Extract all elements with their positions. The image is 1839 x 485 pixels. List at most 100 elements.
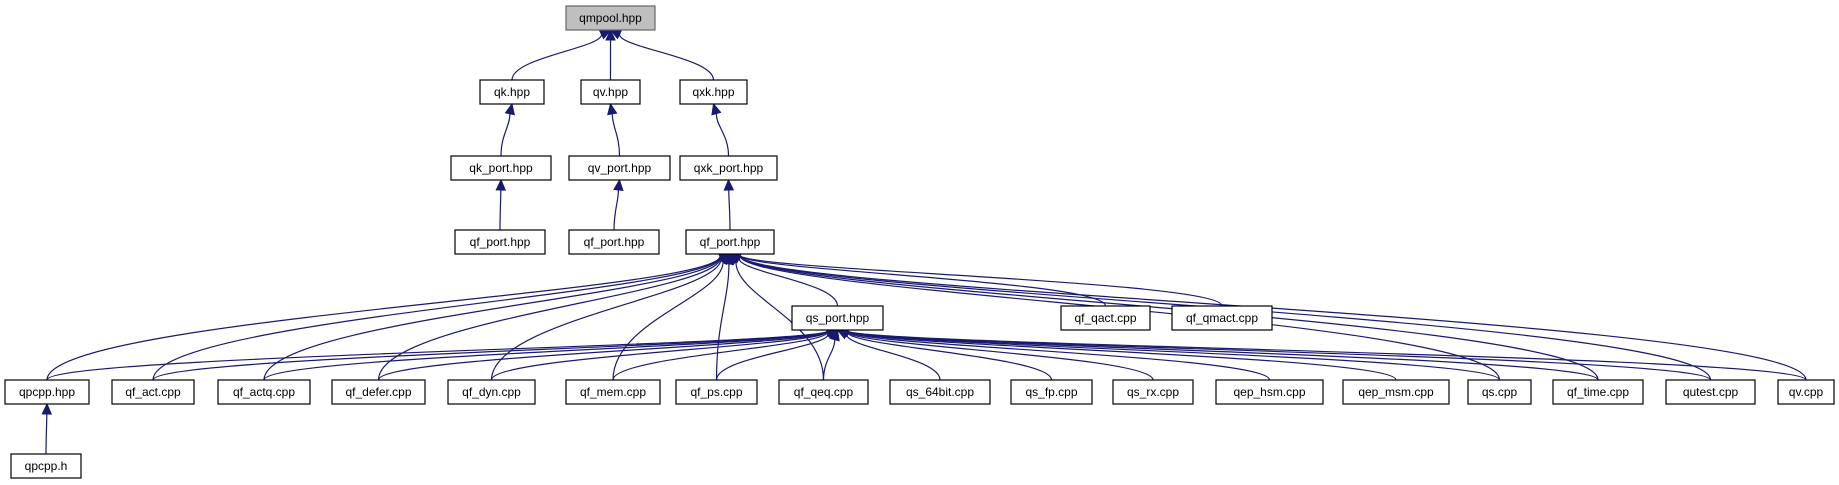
node-label: qf_actq.cpp — [233, 385, 295, 399]
edge-line — [846, 331, 1154, 381]
node-label: qs_rx.cpp — [1127, 385, 1179, 399]
edge-qf_port_hpp_c-to-qxk_port_hpp — [723, 178, 735, 231]
node-label: qxk.hpp — [692, 85, 734, 99]
node-qf-defer-cpp[interactable]: qf_defer.cpp — [331, 379, 426, 405]
node-qs-64bit-cpp[interactable]: qs_64bit.cpp — [889, 379, 991, 405]
node-box — [1552, 379, 1644, 405]
edge-line — [500, 113, 511, 157]
node-label: qv_port.hpp — [588, 161, 652, 175]
node-qf-time-cpp[interactable]: qf_time.cpp — [1552, 379, 1644, 405]
node-label: qpcpp.hpp — [19, 385, 75, 399]
node-box — [685, 229, 775, 255]
node-box — [778, 379, 869, 405]
node-box — [565, 379, 661, 405]
edge-line — [846, 330, 1271, 381]
node-qf-qeq-cpp[interactable]: qf_qeq.cpp — [778, 379, 869, 405]
edge-qk_hpp-to-qmpool_hpp — [511, 29, 612, 81]
node-qv-hpp[interactable]: qv.hpp — [580, 79, 641, 105]
node-qep-msm-cpp[interactable]: qep_msm.cpp — [1342, 379, 1450, 405]
node-label: qf_ps.cpp — [690, 385, 742, 399]
node-box — [1112, 379, 1194, 405]
edge-qf_act_cpp-to-qf_port_hpp_c — [152, 251, 732, 381]
edge-qf_dyn_cpp-to-qs_port_hpp — [490, 326, 839, 381]
edge-line — [490, 330, 829, 381]
edge-arrowhead — [41, 402, 53, 415]
edge-line — [738, 258, 839, 307]
edge-qf_dyn_cpp-to-qf_port_hpp_c — [490, 253, 732, 381]
edge-line — [846, 329, 1807, 381]
edge-qf_actq_cpp-to-qf_port_hpp_c — [263, 251, 732, 381]
node-qs-port-hpp[interactable]: qs_port.hpp — [791, 305, 884, 331]
node-qf-act-cpp[interactable]: qf_act.cpp — [111, 379, 195, 405]
node-qf-port-hpp-b[interactable]: qf_port.hpp — [568, 229, 660, 255]
node-qpcpp-h[interactable]: qpcpp.h — [10, 453, 82, 479]
node-qf-port-hpp-c[interactable]: qf_port.hpp — [685, 229, 775, 255]
edge-arrowhead — [495, 178, 507, 191]
node-box — [447, 379, 536, 405]
edge-arrowhead — [829, 328, 840, 342]
node-box — [1777, 379, 1835, 405]
node-qs-rx-cpp[interactable]: qs_rx.cpp — [1112, 379, 1194, 405]
edge-line — [845, 334, 941, 381]
node-box — [1665, 379, 1756, 405]
edge-line — [377, 330, 829, 381]
edge-qv_hpp-to-qmpool_hpp — [605, 28, 616, 80]
edge-line — [612, 261, 724, 381]
node-qk-hpp[interactable]: qk.hpp — [479, 79, 545, 105]
node-qv-port-hpp[interactable]: qv_port.hpp — [568, 155, 671, 181]
node-box — [217, 379, 311, 405]
edge-line — [846, 330, 1712, 381]
node-qf-qmact-cpp[interactable]: qf_qmact.cpp — [1171, 305, 1273, 331]
edge-arrowhead — [607, 102, 618, 116]
node-box — [1215, 379, 1324, 405]
edge-qutest_cpp-to-qs_port_hpp — [836, 325, 1712, 381]
edge-line — [846, 331, 1053, 381]
node-qf-mem-cpp[interactable]: qf_mem.cpp — [565, 379, 661, 405]
node-label: qf_mem.cpp — [580, 385, 646, 399]
node-box — [479, 79, 545, 105]
node-qs-fp-cpp[interactable]: qs_fp.cpp — [1010, 379, 1093, 405]
node-qutest-cpp[interactable]: qutest.cpp — [1665, 379, 1756, 405]
node-label: qs_port.hpp — [806, 311, 870, 325]
node-box — [331, 379, 426, 405]
node-box — [454, 229, 546, 255]
edge-qxk_hpp-to-qmpool_hpp — [609, 29, 715, 81]
edge-arrowhead — [613, 178, 624, 192]
node-box — [568, 155, 671, 181]
edge-layer — [41, 28, 1807, 455]
node-qep-hsm-cpp[interactable]: qep_hsm.cpp — [1215, 379, 1324, 405]
node-qpcpp-hpp[interactable]: qpcpp.hpp — [4, 379, 90, 405]
edge-line — [263, 330, 829, 381]
node-label: qf_qeq.cpp — [794, 385, 854, 399]
node-label: qv.hpp — [593, 85, 628, 99]
node-label: qutest.cpp — [1683, 385, 1739, 399]
edge-line — [739, 254, 1107, 307]
node-qf-port-hpp-a[interactable]: qf_port.hpp — [454, 229, 546, 255]
node-box — [679, 155, 778, 181]
edge-line — [739, 254, 1223, 307]
node-qf-ps-cpp[interactable]: qf_ps.cpp — [675, 379, 758, 405]
node-label: qf_act.cpp — [125, 385, 181, 399]
edge-line — [846, 330, 1599, 381]
node-qxk-port-hpp[interactable]: qxk_port.hpp — [679, 155, 778, 181]
edge-qf_qmact_cpp-to-qf_port_hpp_c — [728, 249, 1223, 307]
node-label: qep_hsm.cpp — [1233, 385, 1305, 399]
node-qxk-hpp[interactable]: qxk.hpp — [679, 79, 748, 105]
node-box — [675, 379, 758, 405]
node-label: qf_port.hpp — [584, 235, 645, 249]
node-qf-actq-cpp[interactable]: qf_actq.cpp — [217, 379, 311, 405]
edge-qv_port_hpp-to-qv_hpp — [607, 102, 621, 157]
node-label: qk.hpp — [494, 85, 530, 99]
node-qk-port-hpp[interactable]: qk_port.hpp — [450, 155, 552, 181]
node-qf-dyn-cpp[interactable]: qf_dyn.cpp — [447, 379, 536, 405]
edge-arrowhead — [504, 102, 515, 116]
edge-line — [715, 333, 829, 381]
node-qv-cpp[interactable]: qv.cpp — [1777, 379, 1835, 405]
node-qs-cpp[interactable]: qs.cpp — [1467, 379, 1532, 405]
node-label: qmpool.hpp — [579, 11, 642, 25]
node-label: qep_msm.cpp — [1358, 385, 1434, 399]
node-qf-qact-cpp[interactable]: qf_qact.cpp — [1060, 305, 1151, 331]
node-label: qf_defer.cpp — [345, 385, 411, 399]
edge-qs_rx_cpp-to-qs_port_hpp — [836, 326, 1154, 381]
